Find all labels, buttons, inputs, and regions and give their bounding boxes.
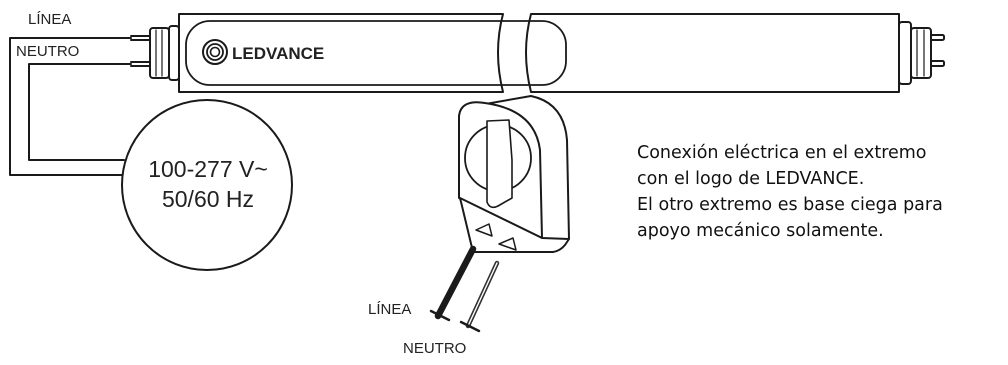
- supply-wires: [9, 37, 132, 176]
- line-label-tube: LÍNEA: [28, 11, 71, 28]
- note-line: Conexión eléctrica en el extremo: [637, 143, 927, 163]
- neutral-label-tube: NEUTRO: [16, 43, 79, 60]
- left-pins: [130, 35, 151, 67]
- ledvance-logo-icon: [202, 39, 228, 65]
- power-supply-circle: [121, 99, 293, 271]
- supply-frequency: 50/60 Hz: [162, 186, 254, 212]
- note-line: apoyo mecánico solamente.: [637, 221, 884, 241]
- holder-wires: [429, 245, 500, 333]
- tube-brand-text: LEDVANCE: [232, 44, 324, 63]
- neutral-label-holder: NEUTRO: [403, 340, 466, 357]
- lamp-holder: [458, 95, 570, 253]
- note-line: con el logo de LEDVANCE.: [637, 169, 865, 189]
- left-end-cap: [149, 25, 180, 81]
- tube-body-right: [525, 13, 900, 93]
- line-label-holder: LÍNEA: [368, 301, 411, 318]
- right-pins: [930, 34, 945, 67]
- tube-end-panel: [185, 20, 567, 86]
- note-line: El otro extremo es base ciega para: [637, 195, 943, 215]
- supply-voltage: 100-277 V~: [148, 156, 268, 182]
- right-end-cap: [898, 21, 932, 85]
- tube-body-left: [178, 13, 504, 93]
- connection-note: Conexión eléctrica en el extremo con el …: [637, 140, 1005, 244]
